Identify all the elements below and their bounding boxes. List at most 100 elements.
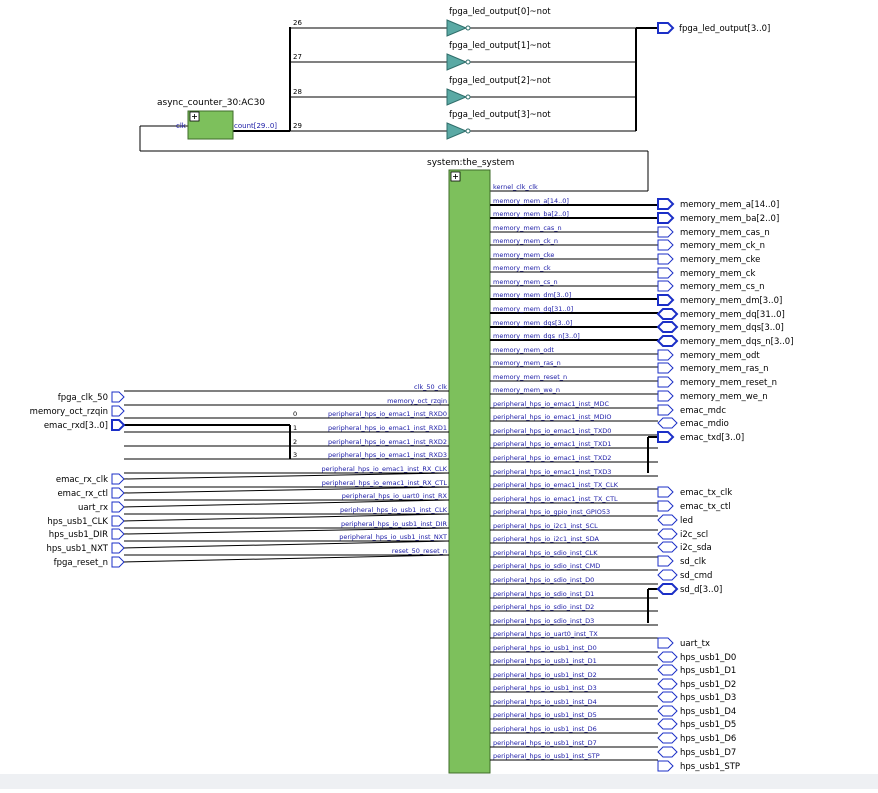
not-gate[interactable]: fpga_led_output[3]~not: [446, 110, 551, 140]
output-pin[interactable]: memory_mem_dm[3..0]: [657, 294, 782, 306]
system-output-port-label: memory_mem_cke: [493, 251, 554, 259]
output-pin[interactable]: hps_usb1_D6: [657, 732, 736, 744]
output-pin[interactable]: memory_mem_dqs_n[3..0]: [656, 335, 794, 347]
output-pin[interactable]: memory_mem_reset_n: [657, 376, 777, 388]
output-pin[interactable]: hps_usb1_D1: [657, 664, 736, 676]
output-pin-label: hps_usb1_D2: [680, 680, 736, 690]
output-pin[interactable]: emac_tx_clk: [657, 486, 732, 498]
output-pin[interactable]: memory_mem_dq[31..0]: [656, 308, 785, 320]
output-pin-label: hps_usb1_D5: [680, 720, 736, 730]
input-pin-label: fpga_clk_50: [58, 393, 108, 403]
output-pin[interactable]: sd_d[3..0]: [656, 583, 722, 595]
output-pin[interactable]: hps_usb1_D4: [657, 705, 736, 717]
system-output-port-label: peripheral_hps_io_emac1_inst_TXD2: [493, 454, 611, 462]
system-output-port-label: peripheral_hps_io_sdio_inst_D0: [493, 576, 594, 584]
output-pin[interactable]: i2c_scl: [657, 528, 708, 540]
system-block[interactable]: system:the_system: [427, 158, 514, 774]
gate-label: fpga_led_output[0]~not: [449, 7, 551, 17]
system-output-port-label: peripheral_hps_io_usb1_inst_D7: [493, 739, 597, 747]
output-pin[interactable]: emac_mdio: [657, 417, 729, 429]
input-pin[interactable]: hps_usb1_DIR: [49, 527, 450, 540]
counter-block[interactable]: async_counter_30:AC30 clk count[29..0]: [157, 98, 277, 140]
output-pin[interactable]: led: [657, 514, 693, 526]
input-pin-label: hps_usb1_NXT: [46, 544, 108, 554]
output-pin[interactable]: memory_mem_ck_n: [657, 239, 765, 251]
not-gate[interactable]: fpga_led_output[0]~not: [446, 7, 551, 37]
output-pin[interactable]: i2c_sda: [657, 541, 712, 553]
output-pin[interactable]: sd_cmd: [657, 569, 712, 581]
led-output-pin[interactable]: fpga_led_output[3..0]: [657, 22, 770, 34]
output-pin[interactable]: hps_usb1_D2: [657, 678, 736, 690]
system-input-port-label: peripheral_hps_io_emac1_inst_RXD2: [328, 438, 447, 446]
output-pin-label: memory_mem_dq[31..0]: [680, 310, 785, 320]
output-pin[interactable]: hps_usb1_D7: [657, 746, 736, 758]
input-pin-label: uart_rx: [78, 503, 108, 513]
system-output-port-label: memory_mem_a[14..0]: [493, 197, 569, 205]
output-pin-label: memory_mem_ras_n: [680, 364, 769, 374]
input-pin[interactable]: hps_usb1_CLK: [47, 513, 450, 527]
output-pin-label: memory_mem_reset_n: [680, 378, 777, 388]
system-output-port-label: peripheral_hps_io_emac1_inst_TXD3: [493, 468, 611, 476]
input-pin[interactable]: emac_rxd[3..0]: [44, 419, 126, 431]
output-pin[interactable]: hps_usb1_D0: [657, 651, 736, 663]
output-pin[interactable]: hps_usb1_STP: [657, 760, 740, 772]
input-pin[interactable]: emac_rx_ctl: [57, 486, 450, 499]
led-output-pin-label: fpga_led_output[3..0]: [679, 24, 770, 34]
output-pin-label: memory_mem_dqs_n[3..0]: [680, 337, 794, 347]
system-output-port-label: peripheral_hps_io_sdio_inst_D2: [493, 603, 594, 611]
bus-tap-label: 26: [293, 19, 302, 27]
output-pin[interactable]: emac_mdc: [657, 404, 726, 416]
output-pin-label: i2c_sda: [680, 543, 712, 553]
output-pin[interactable]: memory_mem_ras_n: [657, 362, 769, 374]
system-output-port-label: peripheral_hps_io_uart0_inst_TX: [493, 630, 598, 638]
output-pin[interactable]: memory_mem_a[14..0]: [657, 198, 779, 210]
system-output-port-label: peripheral_hps_io_emac1_inst_MDIO: [493, 413, 612, 421]
output-pin[interactable]: memory_mem_we_n: [657, 390, 768, 402]
system-output-port-label: peripheral_hps_io_usb1_inst_D1: [493, 657, 597, 665]
output-pin[interactable]: emac_txd[3..0]: [657, 431, 744, 443]
output-pin[interactable]: uart_tx: [657, 637, 710, 649]
output-pin[interactable]: sd_clk: [657, 555, 706, 567]
input-pin[interactable]: uart_rx: [78, 499, 450, 513]
output-pin[interactable]: hps_usb1_D5: [657, 718, 736, 730]
system-output-port-label: kernel_clk_clk: [493, 183, 538, 191]
sd-d-bus: [647, 588, 662, 623]
output-pin-label: memory_mem_cs_n: [680, 282, 765, 292]
output-pin-label: hps_usb1_D0: [680, 653, 736, 663]
output-pin[interactable]: memory_mem_cs_n: [657, 280, 765, 292]
output-pin[interactable]: memory_mem_ba[2..0]: [657, 212, 779, 224]
system-input-port-label: memory_oct_rzqin: [387, 397, 447, 405]
output-pin[interactable]: emac_tx_ctl: [657, 500, 731, 512]
system-output-port-label: memory_mem_odt: [493, 346, 554, 354]
not-gate[interactable]: fpga_led_output[2]~not: [446, 76, 551, 106]
system-output-port-label: memory_mem_ck_n: [493, 237, 558, 245]
output-pin[interactable]: memory_mem_odt: [657, 349, 760, 361]
bus-tap-label: 27: [293, 53, 302, 61]
system-output-port-label: peripheral_hps_io_i2c1_inst_SCL: [493, 522, 598, 530]
counter-clk-port-label: clk: [176, 122, 187, 130]
output-pin-label: memory_mem_cke: [680, 255, 760, 265]
system-input-port-label: peripheral_hps_io_usb1_inst_CLK: [340, 506, 448, 514]
system-output-port-label: peripheral_hps_io_sdio_inst_D3: [493, 617, 594, 625]
input-pin[interactable]: fpga_reset_n: [54, 554, 450, 568]
output-pin[interactable]: memory_mem_cke: [657, 253, 760, 265]
input-pin[interactable]: fpga_clk_50: [58, 391, 125, 403]
system-output-port-label: memory_mem_ck: [493, 264, 551, 272]
output-pin[interactable]: memory_mem_cas_n: [657, 226, 770, 238]
system-output-port-label: peripheral_hps_io_emac1_inst_TXD0: [493, 427, 611, 435]
output-pin[interactable]: hps_usb1_D3: [657, 691, 736, 703]
output-pin[interactable]: memory_mem_ck: [657, 267, 755, 279]
not-gate[interactable]: fpga_led_output[1]~not: [446, 41, 551, 71]
counter-count-port-label: count[29..0]: [234, 122, 277, 130]
input-pin[interactable]: hps_usb1_NXT: [46, 540, 450, 554]
input-pin-label: emac_rx_clk: [56, 475, 108, 485]
input-pin[interactable]: memory_oct_rzqin: [30, 405, 125, 417]
output-pin[interactable]: memory_mem_dqs[3..0]: [656, 321, 784, 333]
rxd-tap-label: 3: [293, 451, 297, 459]
output-pin-label: memory_mem_ck_n: [680, 241, 765, 251]
system-input-port-label: peripheral_hps_io_uart0_inst_RX: [342, 492, 448, 500]
system-output-port-label: memory_mem_reset_n: [493, 373, 567, 381]
input-pin[interactable]: emac_rx_clk: [56, 472, 450, 485]
system-output-port-label: peripheral_hps_io_sdio_inst_D1: [493, 590, 594, 598]
